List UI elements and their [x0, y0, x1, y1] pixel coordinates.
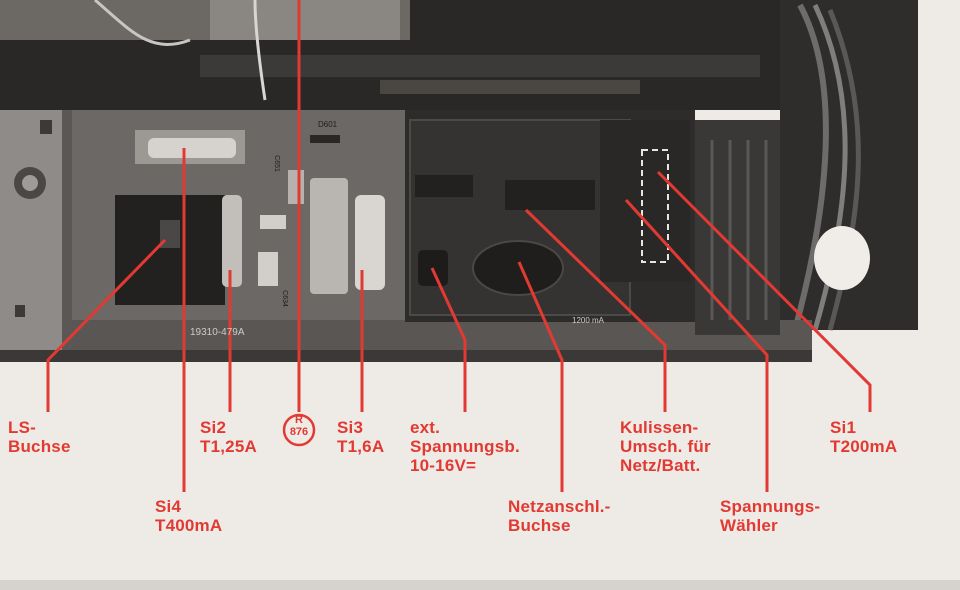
leader-kulissen	[524, 208, 667, 412]
component-2	[258, 252, 278, 286]
top-bracket	[210, 0, 400, 40]
wire-right	[253, 0, 267, 101]
diode	[310, 135, 340, 143]
socket-slot-2	[505, 180, 595, 210]
fuse-si2	[222, 195, 242, 287]
selector-window	[641, 149, 669, 263]
left-metal-panel	[0, 110, 72, 360]
rivet-2	[15, 305, 25, 317]
socket-slot-1	[415, 175, 473, 197]
ls-socket	[115, 195, 225, 305]
wire-loop	[94, 0, 191, 46]
label-si4: Si4 T400mA	[155, 497, 223, 535]
r876-marker-text: R 876	[289, 414, 309, 438]
label-netzanschl-buchse: Netzanschl.- Buchse	[508, 497, 611, 535]
board-rating: 1200 mA	[572, 316, 605, 325]
chassis-hole	[814, 226, 870, 290]
leader-lines	[46, 0, 872, 492]
label-si3: Si3 T1,6A	[337, 418, 385, 456]
label-kulissen-umsch: Kulissen- Umsch. für Netz/Batt.	[620, 418, 711, 475]
leader-netz	[517, 261, 564, 492]
chassis-bottom-edge	[0, 350, 812, 362]
fuse-si3	[355, 195, 385, 290]
board-ic-label: C634	[280, 290, 288, 307]
component-1	[260, 215, 286, 229]
leader-ls	[46, 238, 167, 412]
mains-socket	[472, 240, 564, 296]
r876-marker-circle	[282, 413, 316, 447]
label-ext-spannungsb: ext. Spannungsb. 10-16V=	[410, 418, 520, 475]
connector-pins	[710, 140, 768, 320]
leader-si1	[656, 170, 872, 412]
component-3	[288, 170, 304, 204]
board-capacitor-label: C651	[272, 155, 280, 172]
leader-spannungs	[624, 198, 769, 492]
rivet-1	[40, 120, 52, 134]
left-panel-edge	[62, 110, 72, 360]
cable-bundle-1	[792, 3, 829, 331]
fuse-si4	[148, 138, 236, 158]
label-si1: Si1 T200mA	[830, 418, 898, 456]
leader-ext	[430, 267, 467, 412]
cable-bar	[200, 55, 760, 77]
label-si2: Si2 T1,25A	[200, 418, 257, 456]
paper-bottom-band	[0, 580, 960, 590]
label-ls-buchse: LS- Buchse	[8, 418, 71, 456]
label-spannungs-wahler: Spannungs- Wähler	[720, 497, 821, 535]
board-diode-label: D601	[318, 120, 338, 129]
screw-1-head	[22, 175, 38, 191]
cable-bar-inner	[380, 80, 640, 94]
board-part-number: 19310-479A	[190, 327, 245, 338]
relay-block	[310, 178, 348, 294]
